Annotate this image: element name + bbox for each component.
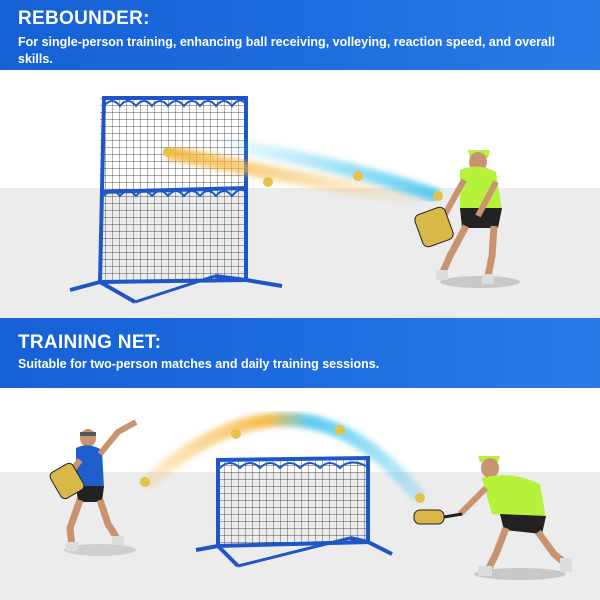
ball-trail-cyan [208,135,441,203]
training-net [195,455,393,568]
ball-arc-trail [140,412,426,503]
player-blue-shirt [49,419,138,556]
training-net-scene [0,388,600,600]
ball [335,425,345,435]
rebounder-title: REBOUNDER: [18,8,150,29]
ball [353,171,363,181]
training-net-illustration [0,412,600,600]
rebounder-net [69,96,283,304]
ball [433,191,443,201]
ball [231,429,241,439]
rebounder-description: For single-person training, enhancing ba… [18,35,555,66]
training-net-banner: TRAINING NET: Suitable for two-person ma… [0,318,600,388]
ball-trail-orange [166,145,432,207]
rebounder-illustration [0,96,600,318]
rebounder-banner: REBOUNDER: For single-person training, e… [0,0,600,70]
player-lime-shirt [414,150,520,288]
rebounder-scene [0,70,600,318]
ball [140,477,150,487]
training-net-title: TRAINING NET: [18,332,162,353]
ball [163,147,173,157]
player-lime-shirt-right [413,456,572,580]
court-surface [0,188,600,318]
training-net-description: Suitable for two-person matches and dail… [18,357,380,371]
ball [263,177,273,187]
ball [415,493,425,503]
